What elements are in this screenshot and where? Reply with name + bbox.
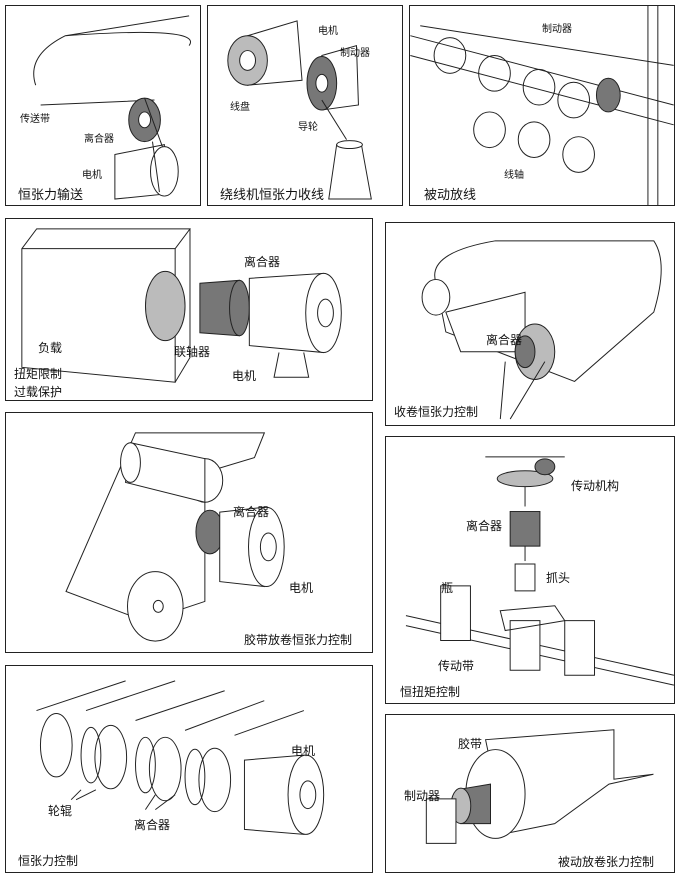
label-motor: 电机 [291,744,316,758]
tape-unwind-illustration [65,432,285,642]
label-brake: 制动器 [340,48,370,59]
label-roller: 轮辊 [48,804,73,818]
panel-torque-limit: 离合器 负载 联轴器 电机 扭矩限制 过载保护 [5,218,373,401]
label-conveyor-belt: 传送带 [20,114,50,125]
panel-caption: 恒张力输送 [18,188,84,203]
label-spool-shaft: 线轴 [504,170,524,181]
label-clutch: 离合器 [84,134,114,145]
label-guide-wheel: 导轮 [298,122,318,133]
rewind-illustration [421,240,662,420]
label-bottle: 瓶 [441,581,454,595]
label-transmission: 传动机构 [571,479,620,493]
panel-caption: 收卷恒张力控制 [394,405,479,419]
label-tape: 胶带 [458,737,483,751]
panel-tape-unwind: 离合器 电机 胶带放卷恒张力控制 [5,412,373,653]
panel-caption: 被动放卷张力控制 [558,855,655,869]
panel-caption: 恒扭矩控制 [400,685,461,699]
label-clutch: 离合器 [244,255,281,269]
label-brake: 制动器 [404,789,441,803]
panel-constant-tension-conveying: 传送带 离合器 电机 恒张力输送 [5,5,201,206]
panel-caption: 被动放线 [424,188,477,203]
conveyor-illustration [33,15,191,200]
payoff-illustration [410,6,674,205]
label-gripper: 抓头 [546,571,571,585]
panel-caption-2: 过载保护 [14,385,63,399]
panel-caption: 恒张力控制 [18,854,79,868]
label-clutch: 离合器 [466,519,503,533]
label-clutch: 离合器 [486,333,523,347]
panel-passive-unwind: 胶带 制动器 被动放卷张力控制 [385,714,675,873]
label-coupling: 联轴器 [174,345,211,359]
constant-torque-illustration [405,456,674,686]
label-clutch: 离合器 [233,505,270,519]
panel-caption: 扭矩限制 [14,367,63,381]
panel-constant-tension: 电机 轮辊 离合器 恒张力控制 [5,665,373,873]
label-motor: 电机 [232,369,257,383]
panel-caption: 胶带放卷恒张力控制 [244,633,353,647]
label-belt: 传动带 [438,659,475,673]
panel-caption: 绕线机恒张力收线 [220,188,325,203]
label-spool: 线盘 [230,102,250,113]
passive-unwind-illustration [425,729,654,844]
label-load: 负载 [38,341,63,355]
panel-winding-machine: 电机 制动器 线盘 导轮 绕线机恒张力收线 [207,5,403,206]
panel-rewind-tension: 离合器 收卷恒张力控制 [385,222,675,426]
panel-constant-torque: 传动机构 离合器 抓头 瓶 传动带 恒扭矩控制 [385,436,675,704]
constant-tension-illustration [36,680,325,835]
label-motor: 电机 [318,26,338,37]
label-clutch: 离合器 [134,818,171,832]
panel-passive-payoff: 制动器 线轴 被动放线 [409,5,675,206]
label-motor: 电机 [82,170,102,181]
label-motor: 电机 [289,581,314,595]
torque-limit-illustration [21,228,342,383]
winding-illustration [227,20,372,200]
label-brake: 制动器 [542,24,572,35]
